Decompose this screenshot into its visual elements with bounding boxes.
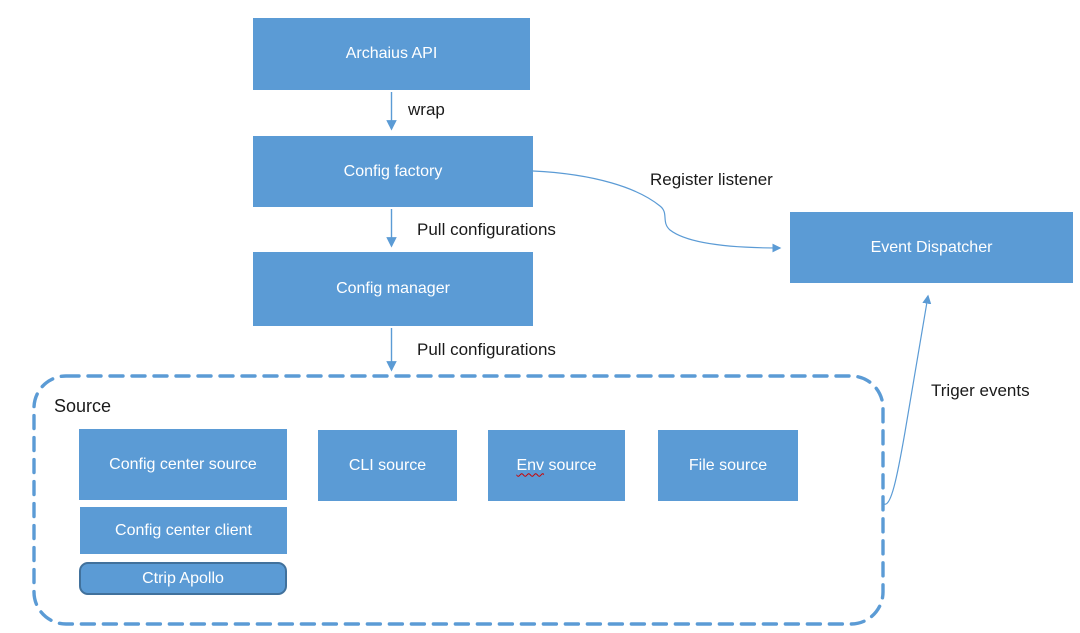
file-source-node: File source	[658, 430, 798, 501]
triger-events-connector	[883, 294, 932, 505]
pull-configurations-top-label: Pull configurations	[417, 220, 556, 239]
config-center-client-node: Config center client	[80, 507, 287, 554]
ctrip-apollo-node: Ctrip Apollo	[79, 562, 287, 595]
triger-events-label: Triger events	[931, 381, 1030, 400]
event-dispatcher-node: Event Dispatcher	[790, 212, 1073, 283]
config-manager-node: Config manager	[253, 252, 533, 326]
cli-source-node: CLI source	[318, 430, 457, 501]
pull-configurations-bottom-label: Pull configurations	[417, 340, 556, 359]
register-listener-label: Register listener	[650, 170, 773, 189]
archaius-api-node: Archaius API	[253, 18, 530, 90]
wrap-edge-label: wrap	[408, 100, 445, 119]
env-word-spellchecked: Env	[516, 456, 545, 474]
source-group-label: Source	[54, 396, 112, 416]
config-factory-node: Config factory	[253, 136, 533, 207]
env-source-node: Env source	[488, 430, 625, 501]
env-source-rest: source	[548, 456, 597, 474]
config-center-source-node: Config center source	[79, 429, 287, 500]
